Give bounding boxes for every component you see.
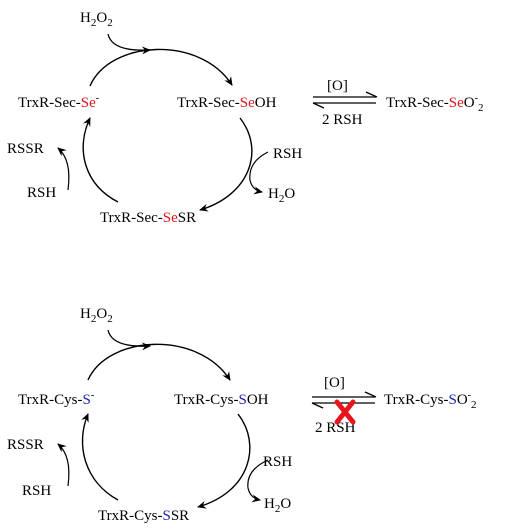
equilibrium-arrows bbox=[312, 91, 378, 109]
rsh-right-label: RSH bbox=[263, 454, 292, 470]
h2o-label: H2O bbox=[268, 186, 295, 205]
cysteine-cycle: H2O2 TrxR-Cys-S- TrxR-Cys-SOH TrxR-Cys-S… bbox=[7, 306, 477, 524]
oxidation-arrow bbox=[89, 48, 233, 87]
sulfinate-species: TrxR-Cys-SO-2 bbox=[384, 390, 477, 411]
equilibrium-arrows bbox=[311, 391, 377, 409]
selenenylsulfide-species: TrxR-Sec-SeSR bbox=[100, 210, 196, 226]
h2o2-entry-arrow bbox=[107, 329, 151, 351]
rssr-label: RSSR bbox=[7, 437, 44, 453]
blocked-reduction-x-icon bbox=[334, 399, 356, 425]
reduction-arrow bbox=[82, 117, 119, 203]
h2o-label: H2O bbox=[264, 496, 291, 515]
rsh-left-label: RSH bbox=[22, 483, 51, 499]
selenenic-acid-species: TrxR-Sec-SeOH bbox=[177, 95, 277, 111]
selenolate-species: TrxR-Sec-Se- bbox=[18, 93, 99, 111]
rssr-release-arrow bbox=[57, 147, 70, 191]
h2o2-label: H2O2 bbox=[80, 10, 113, 29]
selenocysteine-cycle: H2O2 TrxR-Sec-Se- TrxR-Sec-SeOH TrxR-Sec… bbox=[7, 10, 483, 226]
water-release-arrow bbox=[249, 151, 269, 195]
sulfenic-acid-species: TrxR-Cys-SOH bbox=[174, 392, 269, 408]
water-release-arrow bbox=[247, 459, 269, 503]
reductant-label: 2 RSH bbox=[315, 420, 356, 436]
thiol-attack-arrow bbox=[197, 413, 251, 509]
thiolate-species: TrxR-Cys-S- bbox=[18, 390, 94, 408]
oxidant-label: [O] bbox=[324, 375, 345, 391]
rssr-release-arrow bbox=[57, 443, 70, 487]
reductant-label: 2 RSH bbox=[322, 112, 363, 128]
rssr-label: RSSR bbox=[7, 141, 44, 157]
seleninate-species: TrxR-Sec-SeO-2 bbox=[386, 93, 483, 114]
disulfide-species: TrxR-Cys-SSR bbox=[98, 508, 189, 524]
thiol-attack-arrow bbox=[199, 117, 253, 212]
rsh-left-label: RSH bbox=[27, 185, 56, 201]
h2o2-label: H2O2 bbox=[80, 306, 113, 325]
oxidant-label: [O] bbox=[327, 78, 348, 94]
rsh-right-label: RSH bbox=[273, 146, 302, 162]
oxidation-arrow bbox=[87, 343, 231, 381]
h2o2-entry-arrow bbox=[107, 33, 151, 55]
reduction-arrow bbox=[81, 413, 119, 501]
